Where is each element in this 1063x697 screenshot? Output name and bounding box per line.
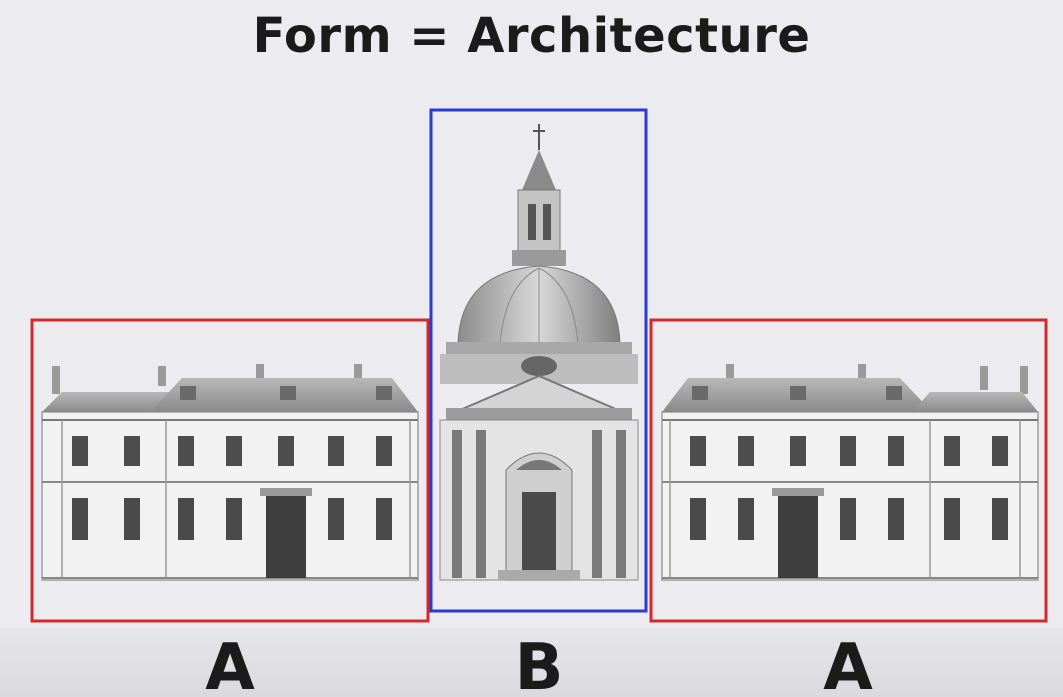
slide-title: Form = Architecture [252, 8, 811, 64]
right-wing-drawing [661, 364, 1039, 581]
center-chapel-drawing [439, 124, 639, 581]
label-band [0, 628, 1063, 697]
right-wing-frame [649, 318, 1048, 623]
label-left-wing: A [205, 631, 255, 697]
left-wing-drawing [41, 364, 419, 581]
center-pavilion-frame [429, 108, 648, 613]
label-center-pavilion: B [514, 631, 564, 697]
label-right-wing: A [823, 631, 873, 697]
left-wing-frame [30, 318, 430, 623]
